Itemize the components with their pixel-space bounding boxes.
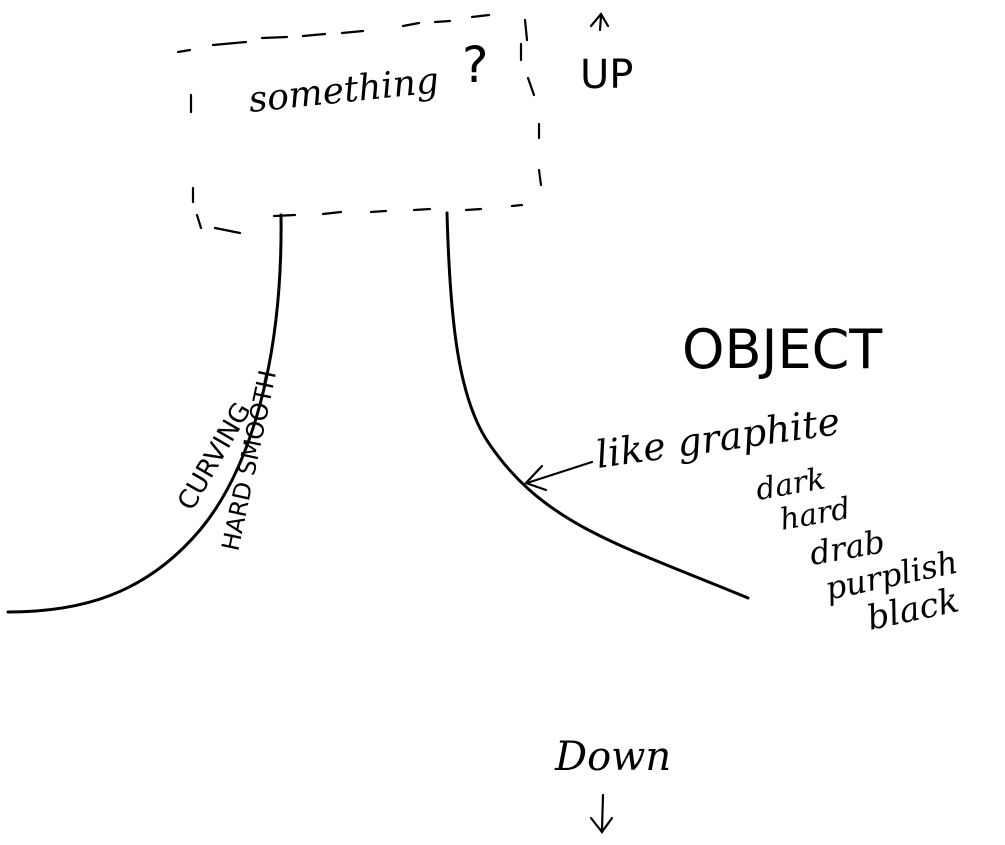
right-curve (445, 211, 750, 600)
up-arrow-icon (589, 12, 610, 32)
pointer-arrow-icon (524, 460, 594, 492)
left-curve (6, 213, 283, 614)
box-label: something (247, 60, 441, 121)
box-question-mark: ? (462, 36, 489, 94)
up-label: UP (580, 52, 633, 98)
object-label: OBJECT (682, 318, 883, 381)
down-arrow-icon (589, 793, 614, 834)
dashed-box-right (519, 18, 543, 187)
dashed-box-left (189, 93, 203, 230)
dashed-box-bottom (213, 203, 524, 235)
dashed-box-top (176, 13, 491, 54)
dashed-box (176, 13, 543, 235)
down-label: Down (554, 734, 671, 780)
